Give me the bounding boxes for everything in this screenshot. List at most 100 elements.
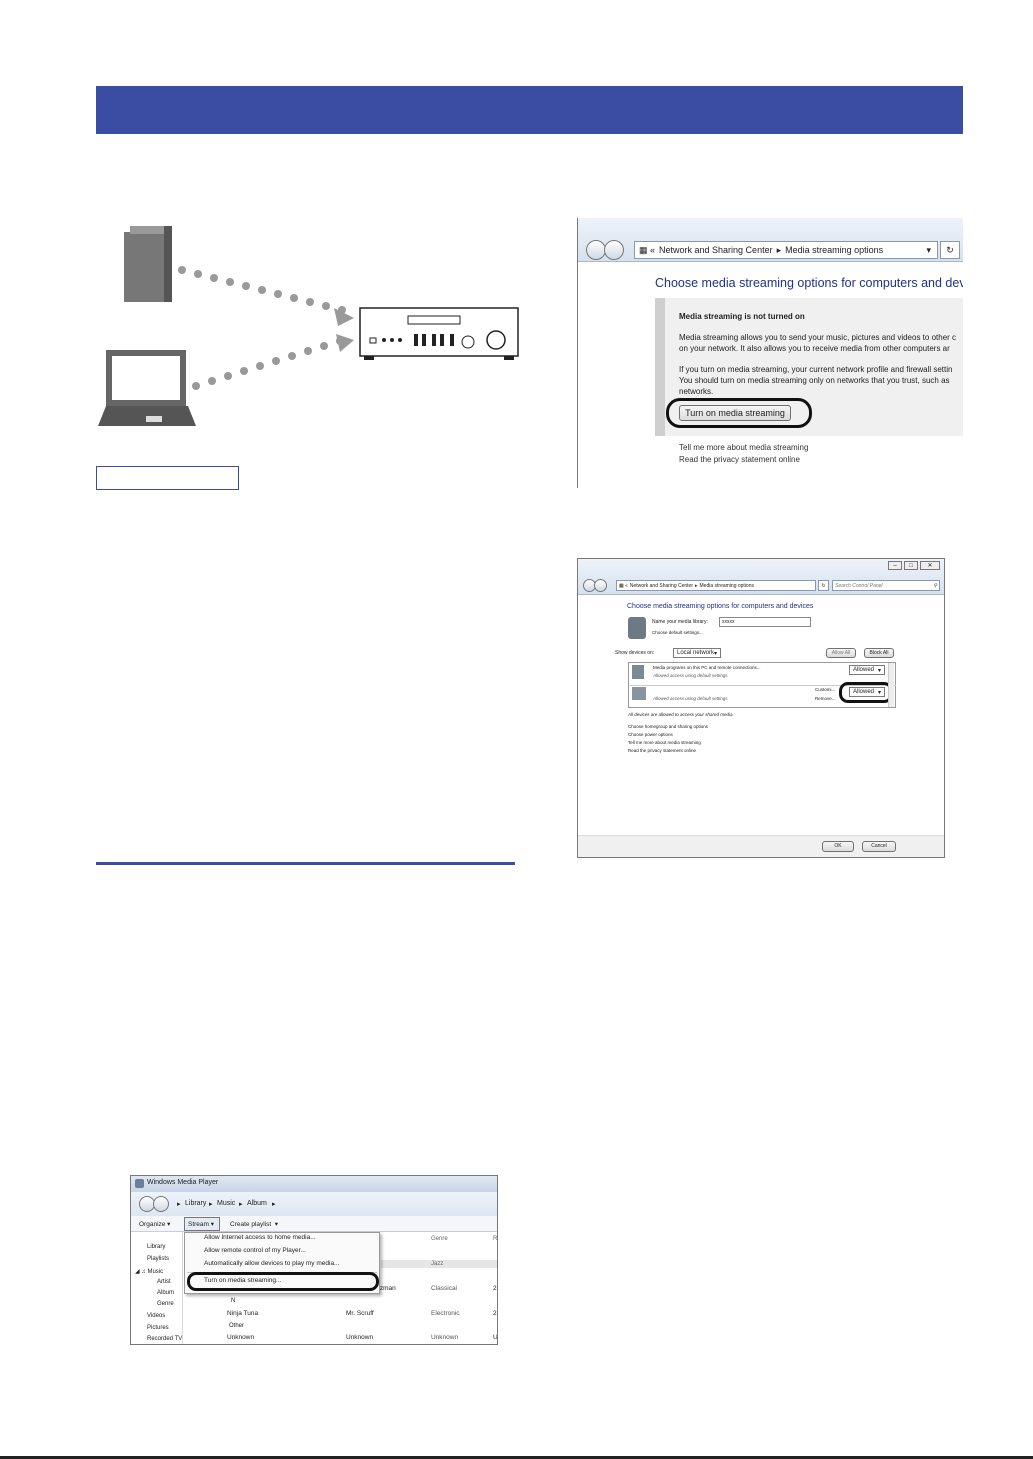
column-header-r[interactable]: R xyxy=(493,1236,498,1242)
customize-link[interactable]: Customi... xyxy=(815,687,836,692)
address-bar[interactable]: ▦ « Network and Sharing Center ▸ Media s… xyxy=(616,580,816,591)
stream-menu-button[interactable] xyxy=(184,1217,220,1231)
device2-status-dropdown[interactable]: Allowed▾ xyxy=(849,687,885,697)
refresh-icon[interactable]: ↻ xyxy=(940,241,960,259)
link-tell-me-more[interactable]: Tell me more about media streaming xyxy=(628,740,701,745)
show-devices-dropdown[interactable]: Local network▾ xyxy=(673,648,721,658)
chevron-right-icon: ▸ xyxy=(695,582,698,589)
refresh-icon[interactable]: ↻ xyxy=(818,580,829,591)
tree-item-library[interactable]: Library xyxy=(147,1244,166,1250)
turn-on-media-streaming-button[interactable]: Turn on media streaming xyxy=(679,405,791,421)
media-streaming-options-screenshot: – □ ✕ ▦ « Network and Sharing Center ▸ M… xyxy=(577,558,945,858)
section-header-banner xyxy=(96,86,963,134)
cancel-button[interactable]: Cancel xyxy=(862,841,896,852)
cell-r-2: 2 xyxy=(493,1310,497,1317)
link-power-options[interactable]: Choose power options xyxy=(628,732,673,737)
ok-button[interactable]: OK xyxy=(822,841,854,852)
menu-item-auto-allow-devices[interactable]: Automatically allow devices to play my m… xyxy=(204,1260,340,1267)
block-all-button[interactable]: Block All xyxy=(864,648,894,658)
device1-name: Media programs on this PC and remote con… xyxy=(653,665,761,670)
remove-link[interactable]: Remove... xyxy=(815,696,836,701)
cell-title-unknown: Unknown xyxy=(227,1334,255,1341)
forward-button[interactable] xyxy=(594,579,607,592)
organize-menu[interactable]: Organize ▾ xyxy=(139,1221,171,1228)
menu-item-turn-on-media-streaming[interactable]: Turn on media streaming... xyxy=(204,1277,282,1284)
minimize-icon[interactable]: – xyxy=(888,561,902,570)
window-controls: – □ ✕ xyxy=(888,561,940,570)
wmp-app-icon xyxy=(135,1179,144,1188)
page-heading: Choose media streaming options for compu… xyxy=(655,276,963,290)
cell-artist-altzman: altzman xyxy=(373,1285,396,1292)
create-playlist-button[interactable]: Create playlist ▾ xyxy=(230,1221,279,1228)
cell-genre-jazz: Jazz xyxy=(431,1261,444,1267)
forward-button[interactable] xyxy=(604,240,624,260)
cell-genre-classical: Classical xyxy=(431,1285,458,1292)
allow-all-button[interactable]: Allow All xyxy=(826,648,856,658)
control-panel-icon: ▦ « xyxy=(619,582,628,589)
cell-r-u: U xyxy=(493,1334,498,1341)
close-icon[interactable]: ✕ xyxy=(920,561,940,570)
media-streaming-off-screenshot: ▦ « Network and Sharing Center ▸ Media s… xyxy=(577,218,963,488)
breadcrumb-album[interactable]: Album xyxy=(247,1200,267,1207)
chevron-right-icon: ▸ xyxy=(272,1201,276,1208)
breadcrumb-network-center[interactable]: Network and Sharing Center xyxy=(629,582,693,589)
column-header-genre[interactable]: Genre xyxy=(431,1236,448,1242)
chevron-right-icon: ▸ xyxy=(209,1201,213,1208)
control-panel-icon: ▦ « xyxy=(639,244,656,255)
link-privacy-statement[interactable]: Read the privacy statement online xyxy=(679,455,800,464)
address-bar[interactable]: ▦ « Network and Sharing Center ▸ Media s… xyxy=(634,241,938,259)
choose-default-settings-link[interactable]: Choose default settings... xyxy=(652,630,703,635)
cell-artist-mr-scruff: Mr. Scruff xyxy=(346,1310,374,1317)
menu-item-allow-remote-control[interactable]: Allow remote control of my Player... xyxy=(204,1247,306,1254)
back-button[interactable] xyxy=(586,240,606,260)
highlight-ring xyxy=(839,682,893,703)
menu-item-allow-internet-access[interactable]: Allow Internet access to home media... xyxy=(204,1234,316,1241)
dropdown-arrow-icon[interactable]: ▾ xyxy=(926,244,931,255)
network-diagram-illustration xyxy=(98,226,519,426)
device2-sub: Allowed access using default settings xyxy=(653,696,728,701)
title-bar: Windows Media Player xyxy=(131,1176,497,1192)
tree-item-videos[interactable]: Videos xyxy=(147,1313,166,1319)
toolbar: Organize ▾ Stream ▾ Create playlist ▾ xyxy=(131,1216,497,1232)
cell-genre-electronic: Electronic xyxy=(431,1310,460,1317)
tree-item-genre[interactable]: Genre xyxy=(157,1301,174,1307)
highlight-ring xyxy=(666,398,812,428)
link-homegroup[interactable]: Choose homegroup and sharing options xyxy=(628,724,709,729)
link-tell-me-more[interactable]: Tell me more about media streaming xyxy=(679,443,809,452)
breadcrumb-library[interactable]: Library xyxy=(185,1200,207,1207)
link-privacy-statement[interactable]: Read the privacy statement online xyxy=(628,748,697,753)
nav-tree xyxy=(131,1232,183,1344)
media-program-icon xyxy=(632,665,644,679)
notice-title: Media streaming is not turned on xyxy=(679,312,805,321)
search-input[interactable]: Search Control Panel ⚲ xyxy=(832,580,940,591)
arrow-icon xyxy=(334,308,354,326)
tree-item-pictures[interactable]: Pictures xyxy=(147,1325,169,1331)
breadcrumb-music[interactable]: Music xyxy=(217,1200,236,1207)
tree-item-artist[interactable]: Artist xyxy=(157,1279,171,1285)
tree-item-playlists[interactable]: Playlists xyxy=(147,1256,170,1262)
tree-item-recorded-tv[interactable]: Recorded TV xyxy=(147,1336,183,1342)
cell-artist-unknown: Unknown xyxy=(346,1334,374,1341)
breadcrumb-media-streaming[interactable]: Media streaming options xyxy=(699,582,754,589)
tree-item-music[interactable]: ◢ ♫ Music xyxy=(135,1269,164,1275)
cell-title-ninja-tuna: Ninja Tuna xyxy=(227,1310,259,1317)
network-receiver-icon xyxy=(359,307,519,360)
address-row: ▸ Library ▸ Music ▸ Album ▸ xyxy=(131,1192,497,1216)
notice-panel-stripe xyxy=(655,298,665,436)
page-heading: Choose media streaming options for compu… xyxy=(627,603,814,610)
notice-paragraph2-line2: You should turn on media streaming only … xyxy=(679,376,950,385)
breadcrumb-network-center[interactable]: Network and Sharing Center xyxy=(659,245,773,255)
label-box xyxy=(96,466,239,490)
device-list-scrollbar[interactable] xyxy=(888,663,894,707)
device-list-divider xyxy=(630,685,896,686)
forward-button[interactable] xyxy=(153,1196,169,1212)
media-library-icon xyxy=(628,617,646,639)
library-name-input[interactable]: xxxxx xyxy=(719,617,811,627)
highlight-ring xyxy=(187,1272,379,1291)
breadcrumb-media-streaming[interactable]: Media streaming options xyxy=(785,245,884,255)
maximize-icon[interactable]: □ xyxy=(904,561,918,570)
tree-item-album[interactable]: Album xyxy=(157,1290,175,1296)
laptop-icon xyxy=(98,350,196,426)
stream-dots xyxy=(178,266,346,390)
device1-status-dropdown[interactable]: Allowed▾ xyxy=(849,665,885,675)
